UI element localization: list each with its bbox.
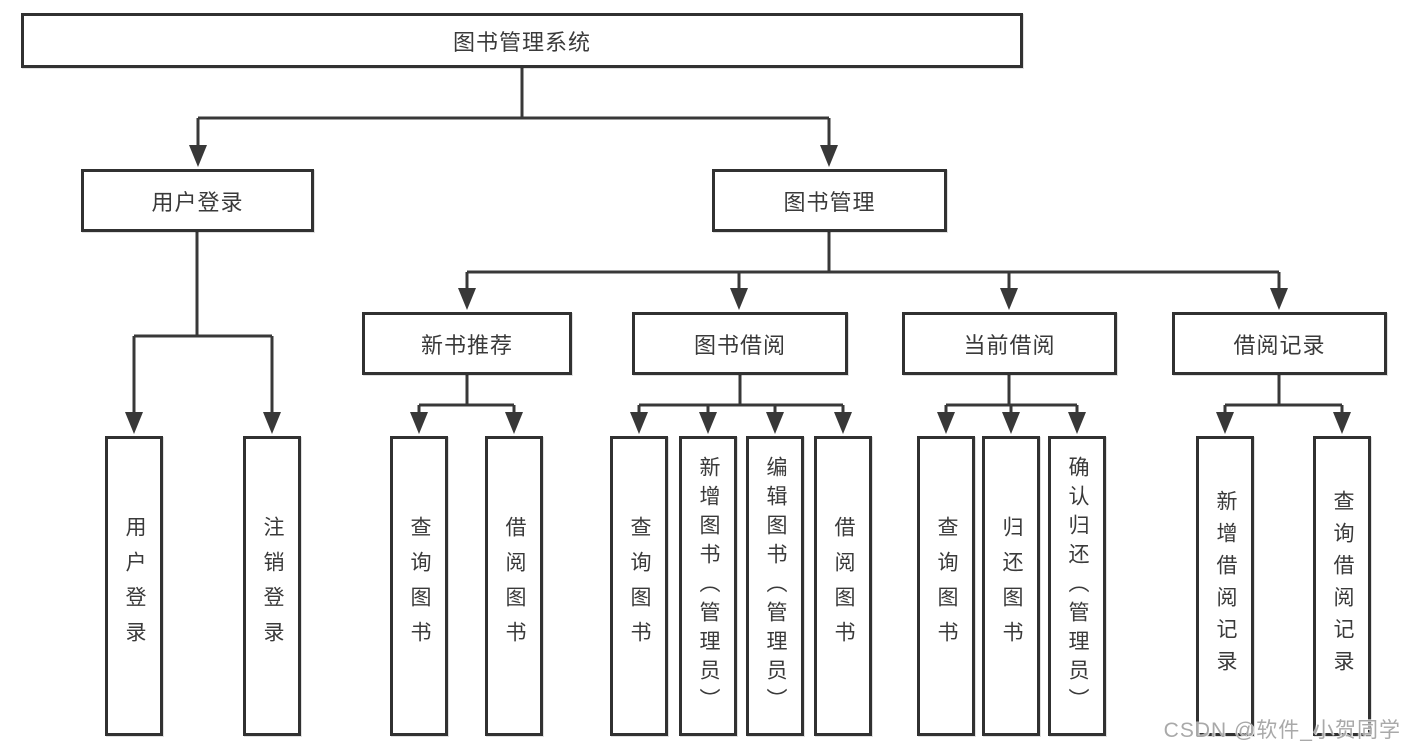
node-current-borrow: 当前借阅: [902, 312, 1117, 375]
arrowheads: [125, 145, 1351, 434]
leaf-label: 用户登录: [123, 516, 146, 656]
node-new-book-recommend: 新书推荐: [362, 312, 572, 375]
leaf-query-books-recommend: 查询图书: [390, 436, 448, 736]
csdn-watermark: CSDN @软件_小贺同学: [1163, 719, 1401, 742]
node-user-login: 用户登录: [81, 169, 314, 232]
leaf-label: 查询借阅记录: [1331, 490, 1354, 682]
leaf-query-books-current: 查询图书: [917, 436, 975, 736]
leaf-confirm-return-admin: 确认归还（管理员）: [1048, 436, 1106, 736]
leaf-label: 查询图书: [628, 516, 651, 656]
leaf-label: 借阅图书: [832, 516, 855, 656]
leaf-query-borrow-record: 查询借阅记录: [1313, 436, 1371, 736]
leaf-label: 查询图书: [935, 516, 958, 656]
leaf-label: 新增借阅记录: [1214, 490, 1237, 682]
leaf-logout: 注销登录: [243, 436, 301, 736]
leaf-label: 编辑图书（管理员）: [764, 455, 787, 717]
leaf-label: 注销登录: [261, 516, 284, 656]
leaf-borrow-books-recommend: 借阅图书: [485, 436, 543, 736]
node-book-borrow: 图书借阅: [632, 312, 848, 375]
leaf-label: 归还图书: [1000, 516, 1023, 656]
leaf-add-borrow-record: 新增借阅记录: [1196, 436, 1254, 736]
node-library-system: 图书管理系统: [21, 13, 1023, 68]
leaf-label: 新增图书（管理员）: [697, 455, 720, 717]
leaf-label: 确认归还（管理员）: [1066, 455, 1089, 717]
leaf-add-book-admin: 新增图书（管理员）: [679, 436, 737, 736]
leaf-edit-book-admin: 编辑图书（管理员）: [746, 436, 804, 736]
node-book-management: 图书管理: [712, 169, 947, 232]
connector-paths: [132, 68, 1344, 418]
leaf-borrow-books: 借阅图书: [814, 436, 872, 736]
leaf-query-books-borrow: 查询图书: [610, 436, 668, 736]
node-borrow-records: 借阅记录: [1172, 312, 1387, 375]
leaf-user-login: 用户登录: [105, 436, 163, 736]
leaf-label: 查询图书: [408, 516, 431, 656]
leaf-return-book: 归还图书: [982, 436, 1040, 736]
leaf-label: 借阅图书: [503, 516, 526, 656]
